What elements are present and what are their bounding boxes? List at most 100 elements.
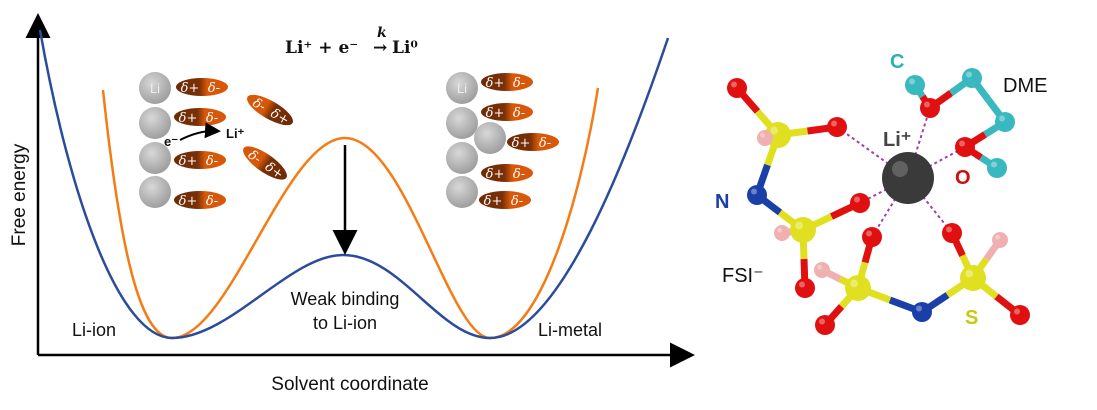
dipole-negative-label: δ- bbox=[511, 194, 523, 209]
dipole-ellipse bbox=[247, 94, 293, 126]
li-atom-sphere bbox=[446, 176, 478, 208]
solvent-dipole: δ+δ- bbox=[243, 146, 287, 183]
atom-highlight bbox=[1014, 308, 1020, 315]
atom-highlight bbox=[916, 305, 922, 312]
dipole-positive-label: δ+ bbox=[486, 76, 505, 91]
sulfur-atom bbox=[845, 275, 871, 301]
atom-highlight bbox=[909, 78, 915, 85]
fluorine-atom bbox=[814, 262, 830, 278]
left-well-label: Li-ion bbox=[72, 320, 116, 340]
oxygen-atom bbox=[827, 117, 847, 137]
atom-highlight bbox=[866, 230, 872, 237]
carbon-atom bbox=[905, 75, 925, 95]
rate-constant: k bbox=[377, 25, 387, 41]
nitrogen-label: N bbox=[715, 191, 729, 213]
barrier-label-line2: to Li-ion bbox=[313, 313, 377, 333]
atom-highlight bbox=[817, 264, 822, 270]
oxygen-atom bbox=[850, 193, 870, 213]
solvent-dipole: δ+ δ- bbox=[481, 164, 533, 182]
coordination-bond bbox=[907, 146, 966, 179]
atom-highlight bbox=[965, 269, 973, 278]
atom-highlight bbox=[854, 196, 860, 203]
nitrogen-atom bbox=[912, 302, 932, 322]
dipole-negative-label: δ- bbox=[206, 154, 218, 169]
barrier-label-line1: Weak binding bbox=[291, 289, 400, 309]
dipole-negative-label: δ- bbox=[208, 81, 220, 96]
dipole-ellipse bbox=[174, 108, 226, 126]
dipole-positive-label: δ+ bbox=[486, 106, 505, 121]
dipole-negative-label: δ- bbox=[513, 106, 525, 121]
oxygen-atom bbox=[727, 78, 747, 98]
atom-highlight bbox=[946, 226, 952, 233]
atom-highlight bbox=[999, 115, 1005, 122]
dipole-negative-label: δ- bbox=[513, 167, 525, 182]
fsi-label: FSI⁻ bbox=[722, 265, 764, 287]
solvent-dipole: δ+δ- bbox=[247, 94, 293, 128]
equation-lhs: Li⁺ + e⁻ bbox=[285, 38, 358, 58]
oxygen-atom bbox=[955, 137, 975, 157]
solvent-dipole: δ+ δ- bbox=[481, 73, 533, 91]
atom-highlight bbox=[959, 140, 965, 147]
solvent-dipole: δ+ δ- bbox=[174, 151, 226, 169]
dipole-positive-label: δ+ bbox=[181, 81, 200, 96]
li-atom-label: Li bbox=[457, 81, 467, 96]
reaction-equation: Li⁺ + e⁻ → k Li⁰ bbox=[285, 25, 418, 58]
dipole-positive-label: δ+ bbox=[179, 111, 198, 126]
li-atom-sphere bbox=[139, 176, 171, 208]
atom-highlight bbox=[850, 279, 858, 288]
y-axis-label: Free energy bbox=[9, 143, 30, 246]
nitrogen-atom bbox=[747, 185, 767, 205]
dipole-ellipse bbox=[479, 191, 531, 209]
x-axis-label: Solvent coordinate bbox=[271, 374, 428, 395]
li-atom-sphere bbox=[139, 107, 171, 139]
electron-transfer-arrow bbox=[179, 122, 221, 141]
atom-highlight bbox=[795, 221, 803, 230]
oxygen-atom bbox=[862, 227, 882, 247]
atom-highlight bbox=[731, 81, 737, 88]
carbon-atom bbox=[962, 68, 982, 88]
dipole-ellipse bbox=[481, 73, 533, 91]
dipole-positive-label: δ+ bbox=[512, 136, 531, 151]
atom-highlight bbox=[966, 71, 972, 78]
dipole-positive-label: δ+ bbox=[179, 154, 198, 169]
equation-rhs: Li⁰ bbox=[392, 38, 418, 58]
equation-arrow: → bbox=[373, 38, 387, 58]
li-atom-sphere bbox=[446, 142, 478, 174]
dipole-negative-label: δ- bbox=[513, 76, 525, 91]
right-well-label: Li-metal bbox=[538, 320, 602, 340]
dipole-positive-label: δ+ bbox=[486, 167, 505, 182]
oxygen-label: O bbox=[955, 167, 971, 189]
li-atom-sphere bbox=[446, 107, 478, 139]
dipole-positive-label: δ+ bbox=[484, 194, 503, 209]
li-atom-label: Li bbox=[150, 81, 160, 96]
sulfur-label: S bbox=[965, 307, 978, 329]
lithium-ion-atom bbox=[882, 152, 934, 204]
fluorine-atom bbox=[757, 130, 773, 146]
solvent-dipole: δ+ δ- bbox=[176, 78, 228, 96]
oxygen-atom bbox=[815, 315, 835, 335]
atom-highlight bbox=[777, 227, 782, 233]
atom-highlight bbox=[892, 161, 908, 177]
dipole-negative-label: δ- bbox=[206, 194, 218, 209]
dipole-ellipse bbox=[174, 191, 226, 209]
atom-highlight bbox=[751, 188, 757, 195]
sulfur-atom bbox=[790, 217, 816, 243]
solvent-dipole: δ+ δ- bbox=[479, 191, 531, 209]
li-ion-label-left: Li⁺ bbox=[226, 126, 245, 141]
dme-label: DME bbox=[1003, 75, 1047, 97]
dipole-ellipse bbox=[481, 103, 533, 121]
low-barrier-curve bbox=[38, 29, 670, 340]
electron-label: e⁻ bbox=[164, 134, 178, 149]
atom-highlight bbox=[991, 161, 997, 168]
li-atom-sphere bbox=[139, 72, 171, 104]
dipole-ellipse bbox=[243, 146, 287, 180]
atom-highlight bbox=[924, 101, 930, 108]
oxygen-atom bbox=[1010, 305, 1030, 325]
li-ion-label-right: Li⁺ bbox=[883, 129, 911, 151]
carbon-label: C bbox=[890, 51, 904, 73]
dipole-ellipse bbox=[481, 164, 533, 182]
fluorine-atom bbox=[992, 232, 1008, 248]
